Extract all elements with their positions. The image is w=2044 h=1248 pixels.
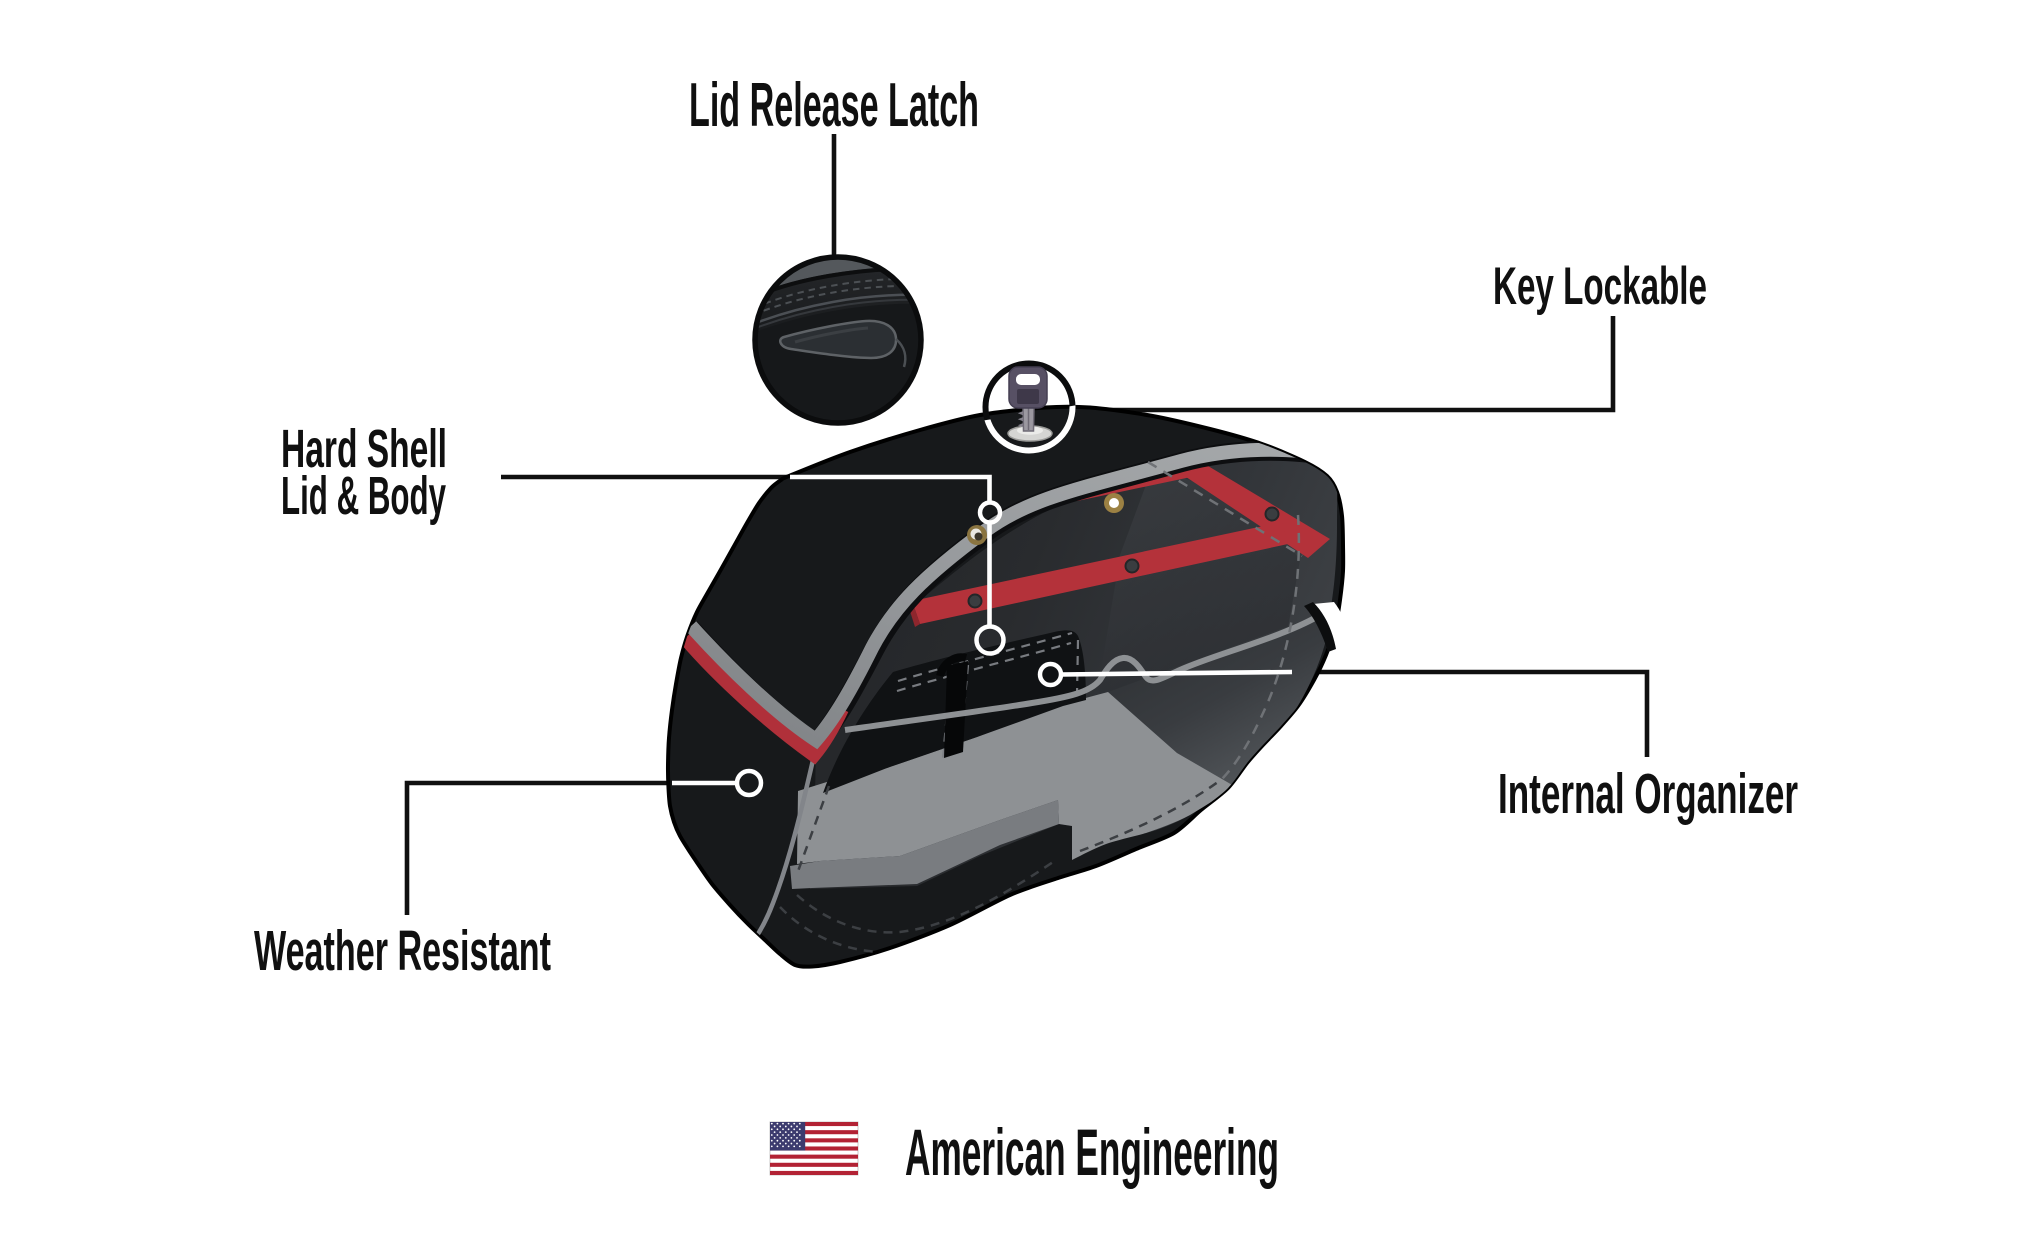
svg-text:Lid & Body: Lid & Body (281, 466, 446, 526)
svg-text:Internal Organizer: Internal Organizer (1498, 762, 1798, 826)
svg-text:Key Lockable: Key Lockable (1493, 257, 1707, 316)
svg-text:American Engineering: American Engineering (905, 1115, 1279, 1189)
svg-text:Hard Shell: Hard Shell (281, 419, 447, 479)
svg-text:Weather Resistant: Weather Resistant (254, 919, 551, 983)
svg-text:Lid Release Latch: Lid Release Latch (689, 71, 979, 140)
